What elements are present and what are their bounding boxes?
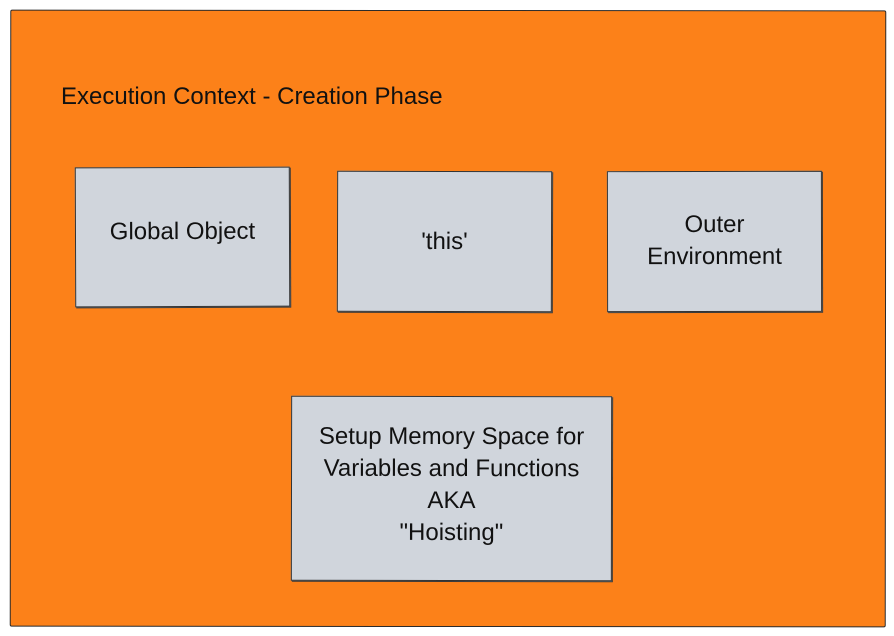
outer-environment-label: Outer Environment xyxy=(647,210,782,270)
this-label: 'this' xyxy=(421,227,468,255)
memory-setup-label: Setup Memory Space for Variables and Fun… xyxy=(318,422,585,546)
diagram-title: Execution Context - Creation Phase xyxy=(61,83,443,110)
global-object-box: Global Object xyxy=(74,166,291,308)
this-box: 'this' xyxy=(336,170,553,313)
global-object-label: Global Object xyxy=(109,217,256,246)
outer-environment-box: Outer Environment xyxy=(606,170,823,313)
memory-setup-box: Setup Memory Space for Variables and Fun… xyxy=(290,395,613,582)
